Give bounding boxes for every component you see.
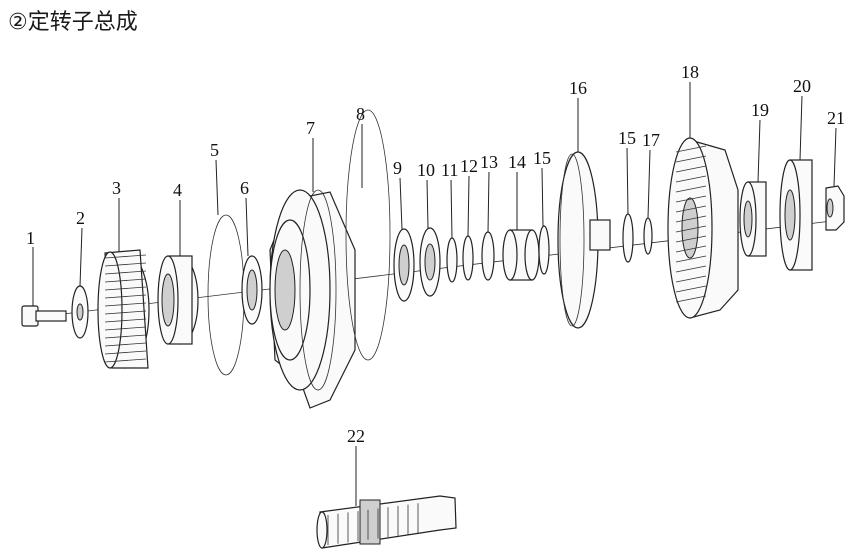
- label-2: 2: [76, 208, 85, 228]
- label-21: 21: [827, 108, 845, 128]
- leader-line-20: [799, 95, 803, 161]
- part-15-ring-b: [622, 213, 634, 263]
- label-19: 19: [751, 100, 769, 120]
- leader-line-15b: [626, 147, 629, 215]
- part-5-o-ring: [207, 214, 245, 376]
- part-9-ring: [393, 228, 415, 302]
- part-2-washer: [71, 285, 89, 339]
- label-4: 4: [173, 180, 182, 200]
- label-11: 11: [441, 160, 458, 180]
- part-16-rotor-disc: [557, 151, 611, 329]
- leader-line-6: [245, 197, 249, 257]
- label-7: 7: [306, 118, 315, 138]
- label-6: 6: [240, 178, 249, 198]
- leader-line-5: [215, 159, 219, 216]
- leader-line-2: [79, 227, 83, 287]
- leader-line-17: [647, 149, 651, 219]
- part-10-ring: [419, 227, 441, 297]
- label-15a: 15: [533, 148, 551, 168]
- part-7-housing: [269, 189, 356, 409]
- part-22-splined-shaft: [316, 495, 457, 549]
- part-13-ring: [481, 231, 495, 281]
- part-14-sleeve: [502, 229, 540, 281]
- label-9: 9: [393, 158, 402, 178]
- part-17-clip: [643, 217, 653, 255]
- leader-line-19: [757, 119, 761, 183]
- part-12-ring: [462, 235, 474, 281]
- part-21-nut: [825, 185, 845, 231]
- leader-line-12: [467, 175, 470, 237]
- label-3: 3: [112, 178, 121, 198]
- part-6-seal: [241, 255, 263, 325]
- part-1-bolt: [21, 305, 67, 327]
- label-16: 16: [569, 78, 587, 98]
- label-15b: 15: [618, 128, 636, 148]
- part-4-bearing: [157, 255, 199, 345]
- leader-line-11: [450, 179, 453, 239]
- label-22: 22: [347, 426, 365, 446]
- diagram-title: ②定转子总成: [8, 10, 138, 35]
- part-3-gear: [97, 249, 150, 369]
- label-10: 10: [417, 160, 435, 180]
- label-14: 14: [508, 152, 526, 172]
- part-18-rotor: [667, 137, 739, 319]
- part-11-ring: [446, 237, 458, 283]
- label-17: 17: [642, 130, 660, 150]
- part-8-large-o-ring: [345, 109, 391, 361]
- label-8: 8: [356, 104, 365, 124]
- leader-line-13: [487, 171, 490, 233]
- part-20-bearing: [779, 159, 813, 271]
- leader-line-15a: [541, 167, 544, 227]
- label-12: 12: [460, 156, 478, 176]
- label-18: 18: [681, 62, 699, 82]
- leader-line-10: [426, 179, 429, 229]
- label-13: 13: [480, 152, 498, 172]
- label-5: 5: [210, 140, 219, 160]
- leader-line-9: [399, 177, 403, 230]
- leader-line-21: [833, 127, 837, 187]
- label-20: 20: [793, 76, 811, 96]
- label-1: 1: [26, 228, 35, 248]
- part-19-bearing: [739, 181, 767, 257]
- part-15-ring-a: [538, 225, 550, 275]
